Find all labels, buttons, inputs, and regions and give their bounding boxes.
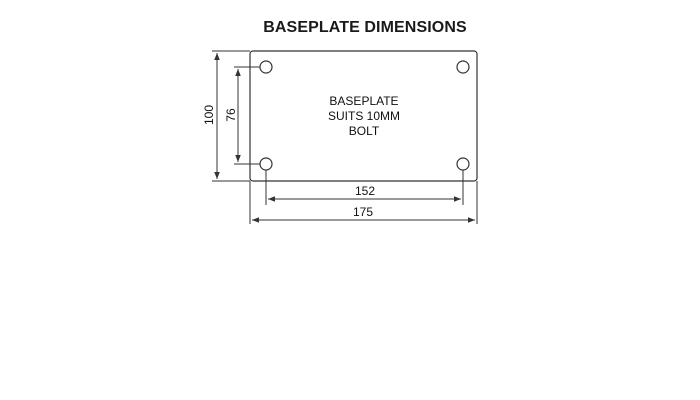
baseplate-label: BASEPLATE SUITS 10MM BOLT (314, 94, 414, 139)
dim-hole-spacing-height (234, 66, 260, 165)
bolt-hole-bottom-left (259, 157, 273, 171)
plate-label-line-2: SUITS 10MM (327, 109, 400, 123)
plate-label-line-1: BASEPLATE (329, 94, 399, 108)
overall-height-label: 100 (202, 104, 216, 126)
bolt-hole-bottom-right (456, 157, 470, 171)
baseplate-outline (249, 50, 478, 182)
overall-width-label: 175 (353, 205, 374, 219)
dim-overall-height (212, 50, 250, 182)
plate-label-line-3: BOLT (348, 124, 380, 138)
bolt-hole-top-left (259, 60, 273, 74)
hole-spacing-width-label: 152 (355, 184, 376, 198)
dim-hole-spacing-width (265, 170, 464, 205)
hole-spacing-height-label: 76 (224, 108, 238, 122)
bolt-hole-top-right (456, 60, 470, 74)
diagram-title: BASEPLATE DIMENSIONS (263, 19, 467, 36)
dim-overall-width (249, 181, 478, 224)
